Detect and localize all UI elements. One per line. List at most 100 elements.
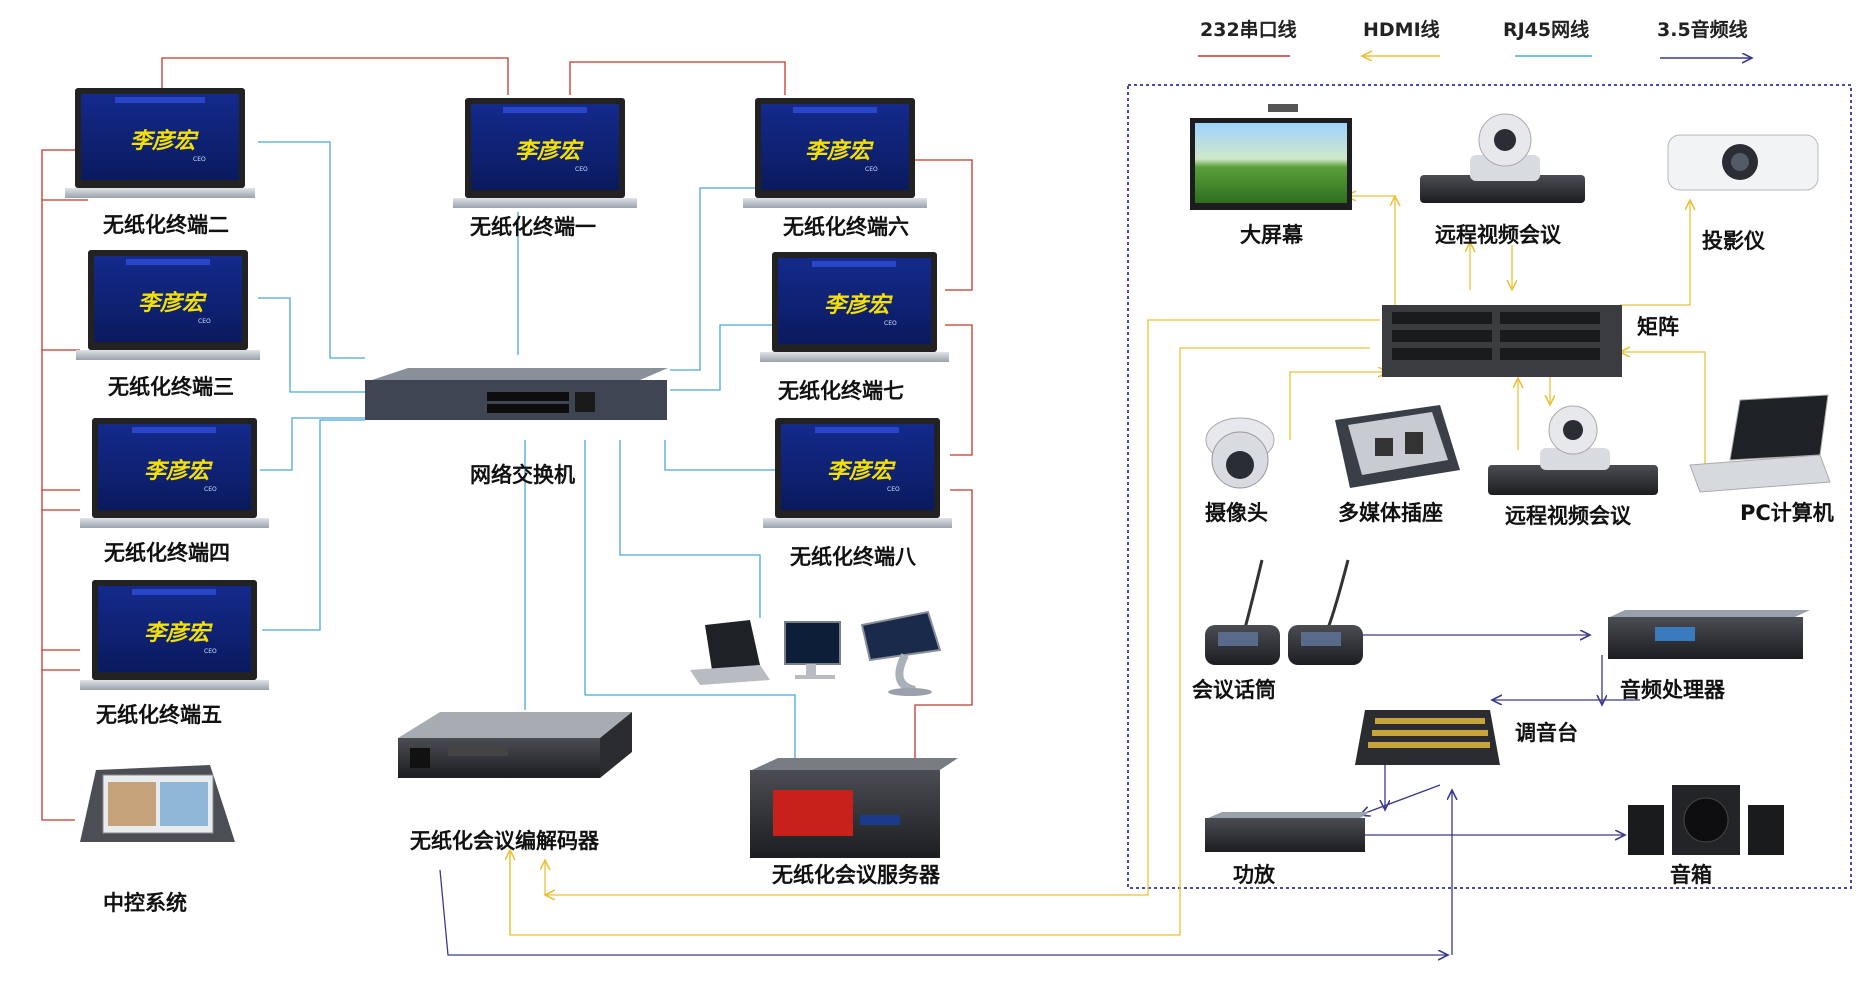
terminal-1[interactable]: 李彦宏 CEO 无纸化终端一: [453, 98, 637, 239]
speaker-label: 音箱: [1670, 863, 1712, 887]
screen-name: 李彦宏: [805, 138, 874, 164]
terminal-label: 无纸化终端一: [470, 215, 596, 239]
screen-badge: CEO: [193, 156, 206, 163]
video-conference-top[interactable]: 远程视频会议: [1420, 113, 1585, 247]
big-screen-label: 大屏幕: [1240, 223, 1304, 247]
screen-badge: CEO: [575, 166, 588, 173]
client-devices: [690, 610, 942, 696]
mic-unit-1: [1205, 559, 1280, 665]
monitor-icon: [784, 621, 841, 679]
screen-title-bar: [126, 259, 210, 265]
screen-name: 李彦宏: [827, 458, 896, 484]
laptop-base: [80, 680, 269, 690]
kiosk-icon: [860, 610, 942, 696]
amplifier[interactable]: 功放: [1205, 812, 1370, 887]
laptop-screen: [761, 104, 909, 190]
amp-body: [1205, 818, 1365, 852]
network-switch[interactable]: 网络交换机: [365, 368, 668, 487]
legend-label-rj45: RJ45网线: [1503, 18, 1589, 41]
screen-title-bar: [815, 427, 899, 433]
terminal-7[interactable]: 李彦宏 CEO 无纸化终端七: [760, 252, 949, 403]
laptop-base: [743, 198, 927, 208]
terminal-2[interactable]: 李彦宏 CEO 无纸化终端二: [65, 88, 255, 237]
pc-computer[interactable]: PC计算机: [1689, 394, 1834, 525]
legend: 232串口线 HDMI线 RJ45网线 3.5音频线: [1198, 18, 1752, 58]
matrix-ports: [1392, 312, 1600, 360]
terminal-label: 无纸化终端七: [778, 379, 904, 403]
legend-label-audio: 3.5音频线: [1657, 18, 1748, 41]
central-label: 中控系统: [103, 891, 187, 915]
terminal-label: 无纸化终端四: [104, 541, 230, 565]
codec-label: 无纸化会议编解码器: [410, 829, 600, 853]
multimedia-socket[interactable]: 多媒体插座: [1335, 405, 1460, 525]
laptop-screen: [471, 104, 619, 190]
screen-name: 李彦宏: [824, 292, 893, 318]
speaker-left: [1628, 805, 1664, 855]
switch-ports: [487, 392, 595, 413]
screen-title-bar: [115, 97, 205, 103]
terminal-3[interactable]: 李彦宏 CEO 无纸化终端三: [76, 250, 260, 399]
screen-name: 李彦宏: [130, 128, 199, 154]
conference-microphones[interactable]: 会议话筒: [1192, 559, 1363, 702]
paperless-server[interactable]: 无纸化会议服务器: [750, 758, 958, 887]
pc-base: [1689, 454, 1831, 493]
server-display: [773, 790, 853, 836]
amp-label: 功放: [1233, 863, 1276, 887]
matrix[interactable]: 矩阵: [1382, 305, 1679, 377]
legend-item-hdmi: HDMI线: [1362, 18, 1440, 56]
vc-top-label: 远程视频会议: [1435, 223, 1562, 247]
projector[interactable]: 投影仪: [1667, 134, 1819, 253]
terminal-4[interactable]: 李彦宏 CEO 无纸化终端四: [80, 418, 269, 565]
laptop-icon: [690, 620, 770, 685]
rs232-connections: [41, 57, 973, 821]
mic-unit-2: [1288, 559, 1363, 665]
pc-screen: [1729, 394, 1829, 461]
terminal-6[interactable]: 李彦宏 CEO 无纸化终端六: [743, 98, 927, 239]
projector-label: 投影仪: [1702, 229, 1766, 253]
video-conference-mid[interactable]: 远程视频会议: [1488, 405, 1658, 528]
pc-label: PC计算机: [1740, 501, 1834, 525]
audio-processor-label: 音频处理器: [1620, 678, 1726, 702]
mixer-knobs: [1368, 718, 1490, 748]
laptop-base: [65, 188, 255, 198]
server-label: 无纸化会议服务器: [772, 863, 941, 887]
laptop-base: [760, 352, 949, 362]
camera-label: 摄像头: [1205, 501, 1268, 525]
speakers[interactable]: 音箱: [1628, 785, 1784, 887]
codec-body: [398, 738, 600, 778]
vc-mid-label: 远程视频会议: [1505, 504, 1632, 528]
laptop-base: [76, 350, 260, 360]
screen-title-bar: [132, 589, 216, 595]
screen-title-bar: [812, 261, 896, 267]
rj45-connections: [258, 141, 796, 760]
legend-item-rj45: RJ45网线: [1503, 18, 1592, 57]
legend-label-rs232: 232串口线: [1200, 18, 1297, 41]
switch-label: 网络交换机: [470, 463, 575, 487]
mixer[interactable]: 调音台: [1355, 710, 1578, 765]
paperless-codec[interactable]: 无纸化会议编解码器: [398, 712, 632, 853]
laptop-screen: [781, 424, 934, 510]
terminal-8[interactable]: 李彦宏 CEO 无纸化终端八: [763, 418, 952, 569]
terminal-label: 无纸化终端三: [108, 375, 234, 399]
tv-screen: [1195, 123, 1347, 203]
legend-item-rs232: 232串口线: [1198, 18, 1297, 57]
legend-item-audio: 3.5音频线: [1657, 18, 1752, 58]
mixer-label: 调音台: [1515, 721, 1578, 745]
switch-top: [372, 368, 668, 380]
big-screen[interactable]: 大屏幕: [1190, 104, 1352, 247]
legend-label-hdmi: HDMI线: [1363, 18, 1440, 41]
screen-badge: CEO: [204, 648, 217, 655]
terminal-5[interactable]: 李彦宏 CEO 无纸化终端五: [80, 580, 269, 727]
screen-badge: CEO: [204, 486, 217, 493]
terminal-label: 无纸化终端六: [783, 215, 909, 239]
terminal-label: 无纸化终端二: [103, 213, 229, 237]
screen-badge: CEO: [887, 486, 900, 493]
audio-processor[interactable]: 音频处理器: [1608, 610, 1810, 702]
central-control[interactable]: 中控系统: [80, 765, 235, 915]
camera[interactable]: 摄像头: [1205, 417, 1275, 525]
laptop-base: [453, 198, 637, 208]
laptop-screen: [98, 586, 251, 672]
vc-mid-base: [1488, 465, 1658, 495]
av-system-boundary: [1127, 84, 1852, 889]
